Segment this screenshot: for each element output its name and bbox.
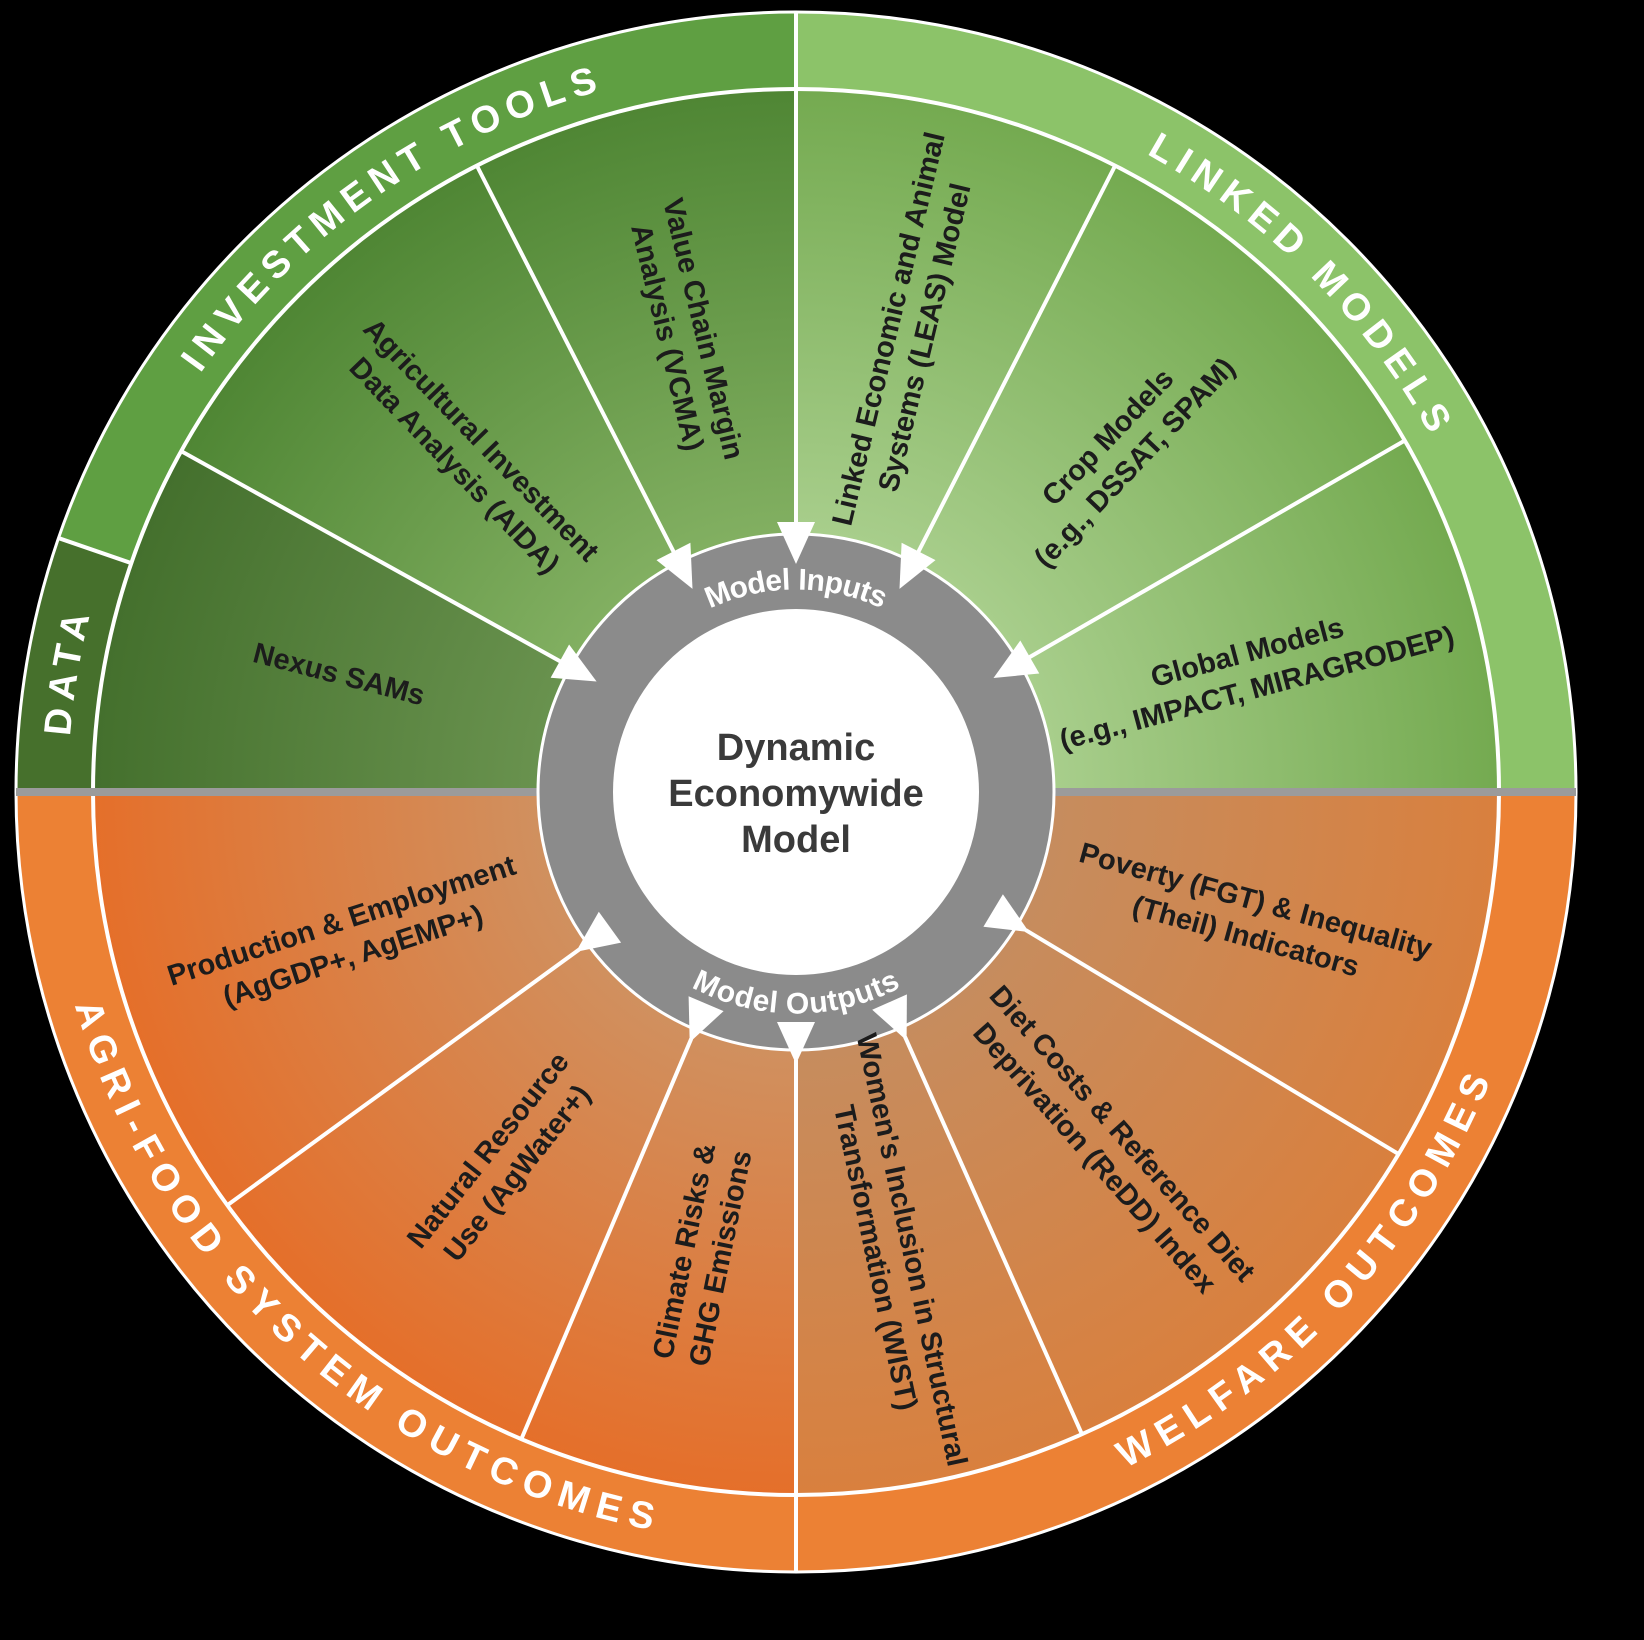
wedge-wist: [796, 1027, 1082, 1495]
model-output-arrow-icon: [575, 911, 622, 952]
model-output-arrow-icon: [777, 1022, 815, 1064]
ring-divider: [57, 536, 132, 566]
model-input-arrow-icon: [550, 644, 597, 682]
wedge-poverty-inequality: [1017, 792, 1499, 1155]
model-input-arrow-icon: [656, 542, 693, 589]
wedge-divider: [1024, 928, 1400, 1156]
ring-segment-data: [16, 538, 132, 792]
wedge-climate-risks: [521, 1029, 796, 1495]
wedge-divider: [180, 449, 563, 664]
center-title-line: Economywide: [668, 773, 924, 815]
ring-segment-welfare-outcomes: [796, 792, 1576, 1572]
wedge-divider: [226, 947, 581, 1207]
wedge-production-employment: [93, 792, 588, 1206]
hub: [536, 522, 1056, 1064]
outer-ring: [16, 12, 1576, 1572]
model-output-arrow-icon: [983, 894, 1030, 933]
wedge-divider: [903, 1036, 1084, 1436]
ring-segment-linked-models: [796, 12, 1576, 792]
ring-segment-investment-tools: [58, 12, 796, 564]
model-input-arrow-icon: [777, 522, 815, 564]
model-output-arrow-icon: [872, 994, 907, 1041]
hub-core-circle: [613, 609, 979, 975]
model-output-arrow-icon: [688, 996, 724, 1043]
model-input-arrow-icon: [899, 542, 936, 589]
model-input-arrow-icon: [993, 640, 1040, 678]
wedge-natural-resource-use: [227, 943, 696, 1440]
wedge-leas-model: [796, 89, 1116, 563]
wedge-divider: [1027, 438, 1406, 660]
ring-segment-agrifood-system-outcomes: [16, 792, 796, 1572]
wedge-nexus-sams: [93, 451, 571, 792]
wedge-divider: [519, 1037, 694, 1440]
wedge-global-models: [1019, 440, 1499, 792]
center-title-line: Dynamic: [717, 727, 875, 769]
center-title-line: Model: [741, 819, 851, 861]
wedge-divider: [915, 164, 1117, 555]
wedge-vcma: [476, 89, 796, 563]
wedge-divider: [475, 164, 677, 555]
wedge-crop-models: [913, 165, 1405, 663]
